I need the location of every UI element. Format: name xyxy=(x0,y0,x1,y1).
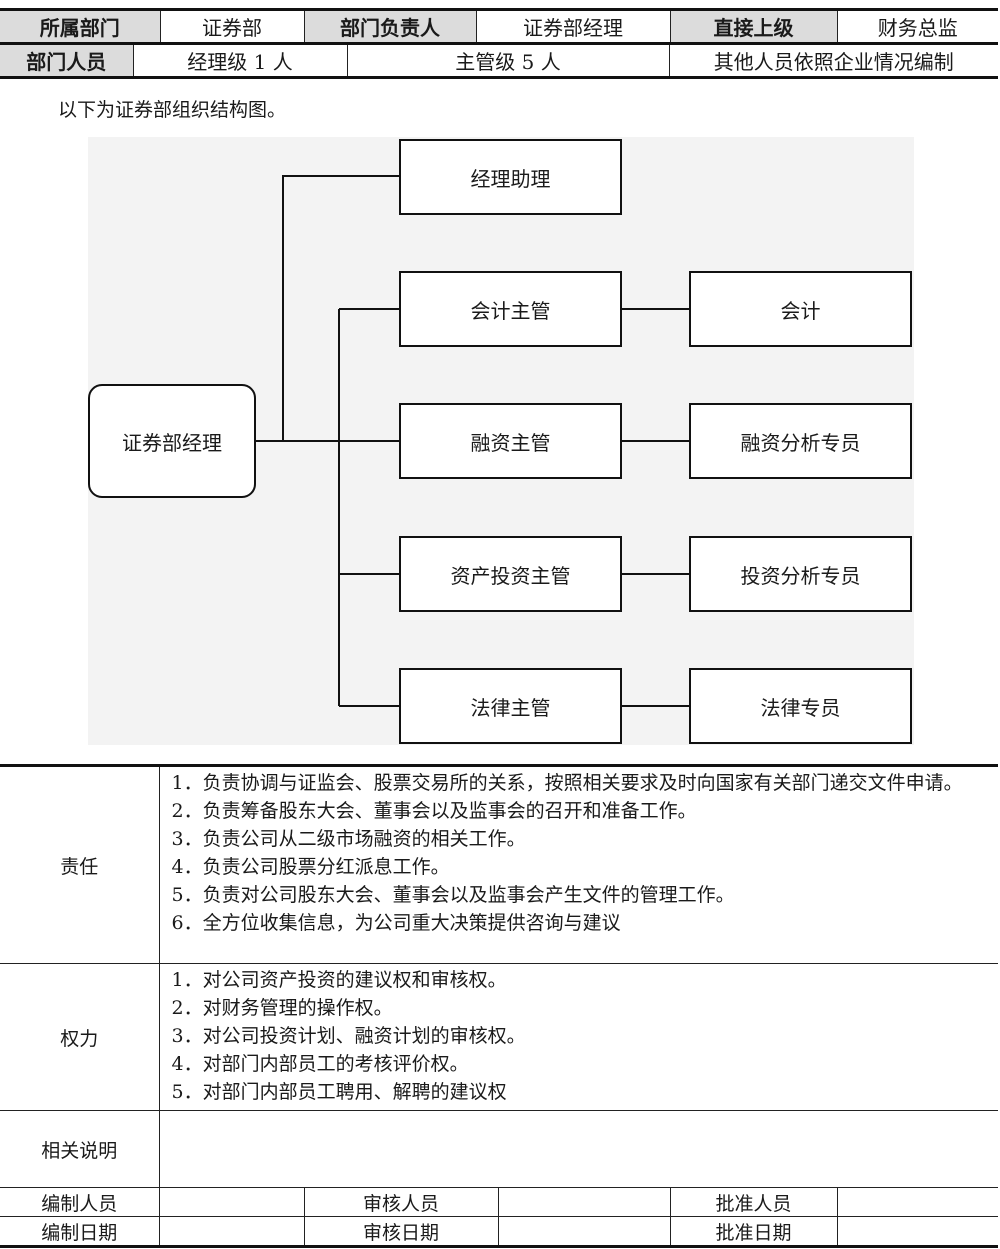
power-item: 2．对财务管理的操作权。 xyxy=(171,997,393,1019)
staff-label: 部门人员 xyxy=(0,42,134,79)
notes-label: 相关说明 xyxy=(0,1110,160,1188)
department-info-table: 所属部门 证券部 部门负责人 证券部经理 直接上级 财务总监 xyxy=(0,8,998,45)
notes-content xyxy=(158,1110,999,1188)
approved-by-value xyxy=(836,1187,999,1217)
node-supervisor-3: 资产投资主管 xyxy=(399,536,622,612)
responsibilities-content: 1．负责协调与证监会、股票交易所的关系，按照相关要求及时向国家有关部门递交文件申… xyxy=(158,764,999,964)
reviewed-by-value xyxy=(497,1187,671,1217)
power-item: 1．对公司资产投资的建议权和审核权。 xyxy=(171,969,507,991)
responsibility-item: 4．负责公司股票分红派息工作。 xyxy=(171,856,450,878)
powers-content: 1．对公司资产投资的建议权和审核权。 2．对财务管理的操作权。 3．对公司投资计… xyxy=(158,963,999,1111)
signoff-row-dates: 编制日期 审核日期 批准日期 xyxy=(0,1216,999,1248)
responsibility-item: 5．负责对公司股东大会、董事会以及监事会产生文件的管理工作。 xyxy=(171,884,735,906)
power-item: 3．对公司投资计划、融资计划的审核权。 xyxy=(171,1025,526,1047)
powers-row: 权力 1．对公司资产投资的建议权和审核权。 2．对财务管理的操作权。 3．对公司… xyxy=(0,963,999,1111)
reviewed-by-label: 审核人员 xyxy=(303,1187,499,1217)
power-item: 5．对部门内部员工聘用、解聘的建议权 xyxy=(171,1081,507,1103)
staff-manager: 经理级 1 人 xyxy=(132,42,348,79)
superior-value: 财务总监 xyxy=(836,8,998,45)
responsibility-item: 2．负责筹备股东大会、董事会以及监事会的召开和准备工作。 xyxy=(171,800,697,822)
org-chart: 证券部经理 经理助理 会计主管 会计 融资主管 融资分析专员 资产投资主管 投资… xyxy=(88,137,914,745)
head-value: 证券部经理 xyxy=(475,8,671,45)
reviewed-date-label: 审核日期 xyxy=(303,1216,499,1248)
responsibilities-label: 责任 xyxy=(0,764,160,964)
header-row-1: 所属部门 证券部 部门负责人 证券部经理 直接上级 财务总监 xyxy=(0,8,998,45)
responsibilities-row: 责任 1．负责协调与证监会、股票交易所的关系，按照相关要求及时向国家有关部门递交… xyxy=(0,764,999,964)
dept-value: 证券部 xyxy=(159,8,305,45)
node-staff-4: 法律专员 xyxy=(689,668,912,744)
node-staff-2: 融资分析专员 xyxy=(689,403,912,479)
staff-supervisor: 主管级 5 人 xyxy=(346,42,670,79)
approved-date-label: 批准日期 xyxy=(669,1216,838,1248)
node-supervisor-4: 法律主管 xyxy=(399,668,622,744)
prepared-by-label: 编制人员 xyxy=(0,1187,160,1217)
superior-label: 直接上级 xyxy=(669,8,838,45)
responsibility-item: 1．负责协调与证监会、股票交易所的关系，按照相关要求及时向国家有关部门递交文件申… xyxy=(171,772,963,794)
prepared-by-value xyxy=(158,1187,305,1217)
head-label: 部门负责人 xyxy=(303,8,477,45)
notes-row: 相关说明 xyxy=(0,1110,999,1188)
powers-list: 1．对公司资产投资的建议权和审核权。 2．对财务管理的操作权。 3．对公司投资计… xyxy=(160,964,999,1110)
powers-label: 权力 xyxy=(0,963,160,1111)
node-assistant: 经理助理 xyxy=(399,139,622,215)
header-row-2: 部门人员 经理级 1 人 主管级 5 人 其他人员依照企业情况编制 xyxy=(0,42,998,79)
approved-date-value xyxy=(836,1216,999,1248)
duties-table: 责任 1．负责协调与证监会、股票交易所的关系，按照相关要求及时向国家有关部门递交… xyxy=(0,764,999,1248)
approved-by-label: 批准人员 xyxy=(669,1187,838,1217)
responsibilities-list: 1．负责协调与证监会、股票交易所的关系，按照相关要求及时向国家有关部门递交文件申… xyxy=(160,767,999,941)
prepared-date-value xyxy=(158,1216,305,1248)
node-root: 证券部经理 xyxy=(88,384,256,498)
node-supervisor-1: 会计主管 xyxy=(399,271,622,347)
connector-assistant xyxy=(282,175,400,441)
responsibility-item: 6．全方位收集信息，为公司重大决策提供咨询与建议 xyxy=(171,912,621,934)
node-staff-3: 投资分析专员 xyxy=(689,536,912,612)
department-staff-table: 部门人员 经理级 1 人 主管级 5 人 其他人员依照企业情况编制 xyxy=(0,42,998,79)
dept-label: 所属部门 xyxy=(0,8,161,45)
signoff-row-people: 编制人员 审核人员 批准人员 xyxy=(0,1187,999,1217)
node-supervisor-2: 融资主管 xyxy=(399,403,622,479)
staff-other: 其他人员依照企业情况编制 xyxy=(668,42,998,79)
intro-text: 以下为证券部组织结构图。 xyxy=(58,99,287,121)
node-staff-1: 会计 xyxy=(689,271,912,347)
org-chart-connectors xyxy=(255,175,690,707)
prepared-date-label: 编制日期 xyxy=(0,1216,160,1248)
power-item: 4．对部门内部员工的考核评价权。 xyxy=(171,1053,469,1075)
responsibility-item: 3．负责公司从二级市场融资的相关工作。 xyxy=(171,828,526,850)
reviewed-date-value xyxy=(497,1216,671,1248)
